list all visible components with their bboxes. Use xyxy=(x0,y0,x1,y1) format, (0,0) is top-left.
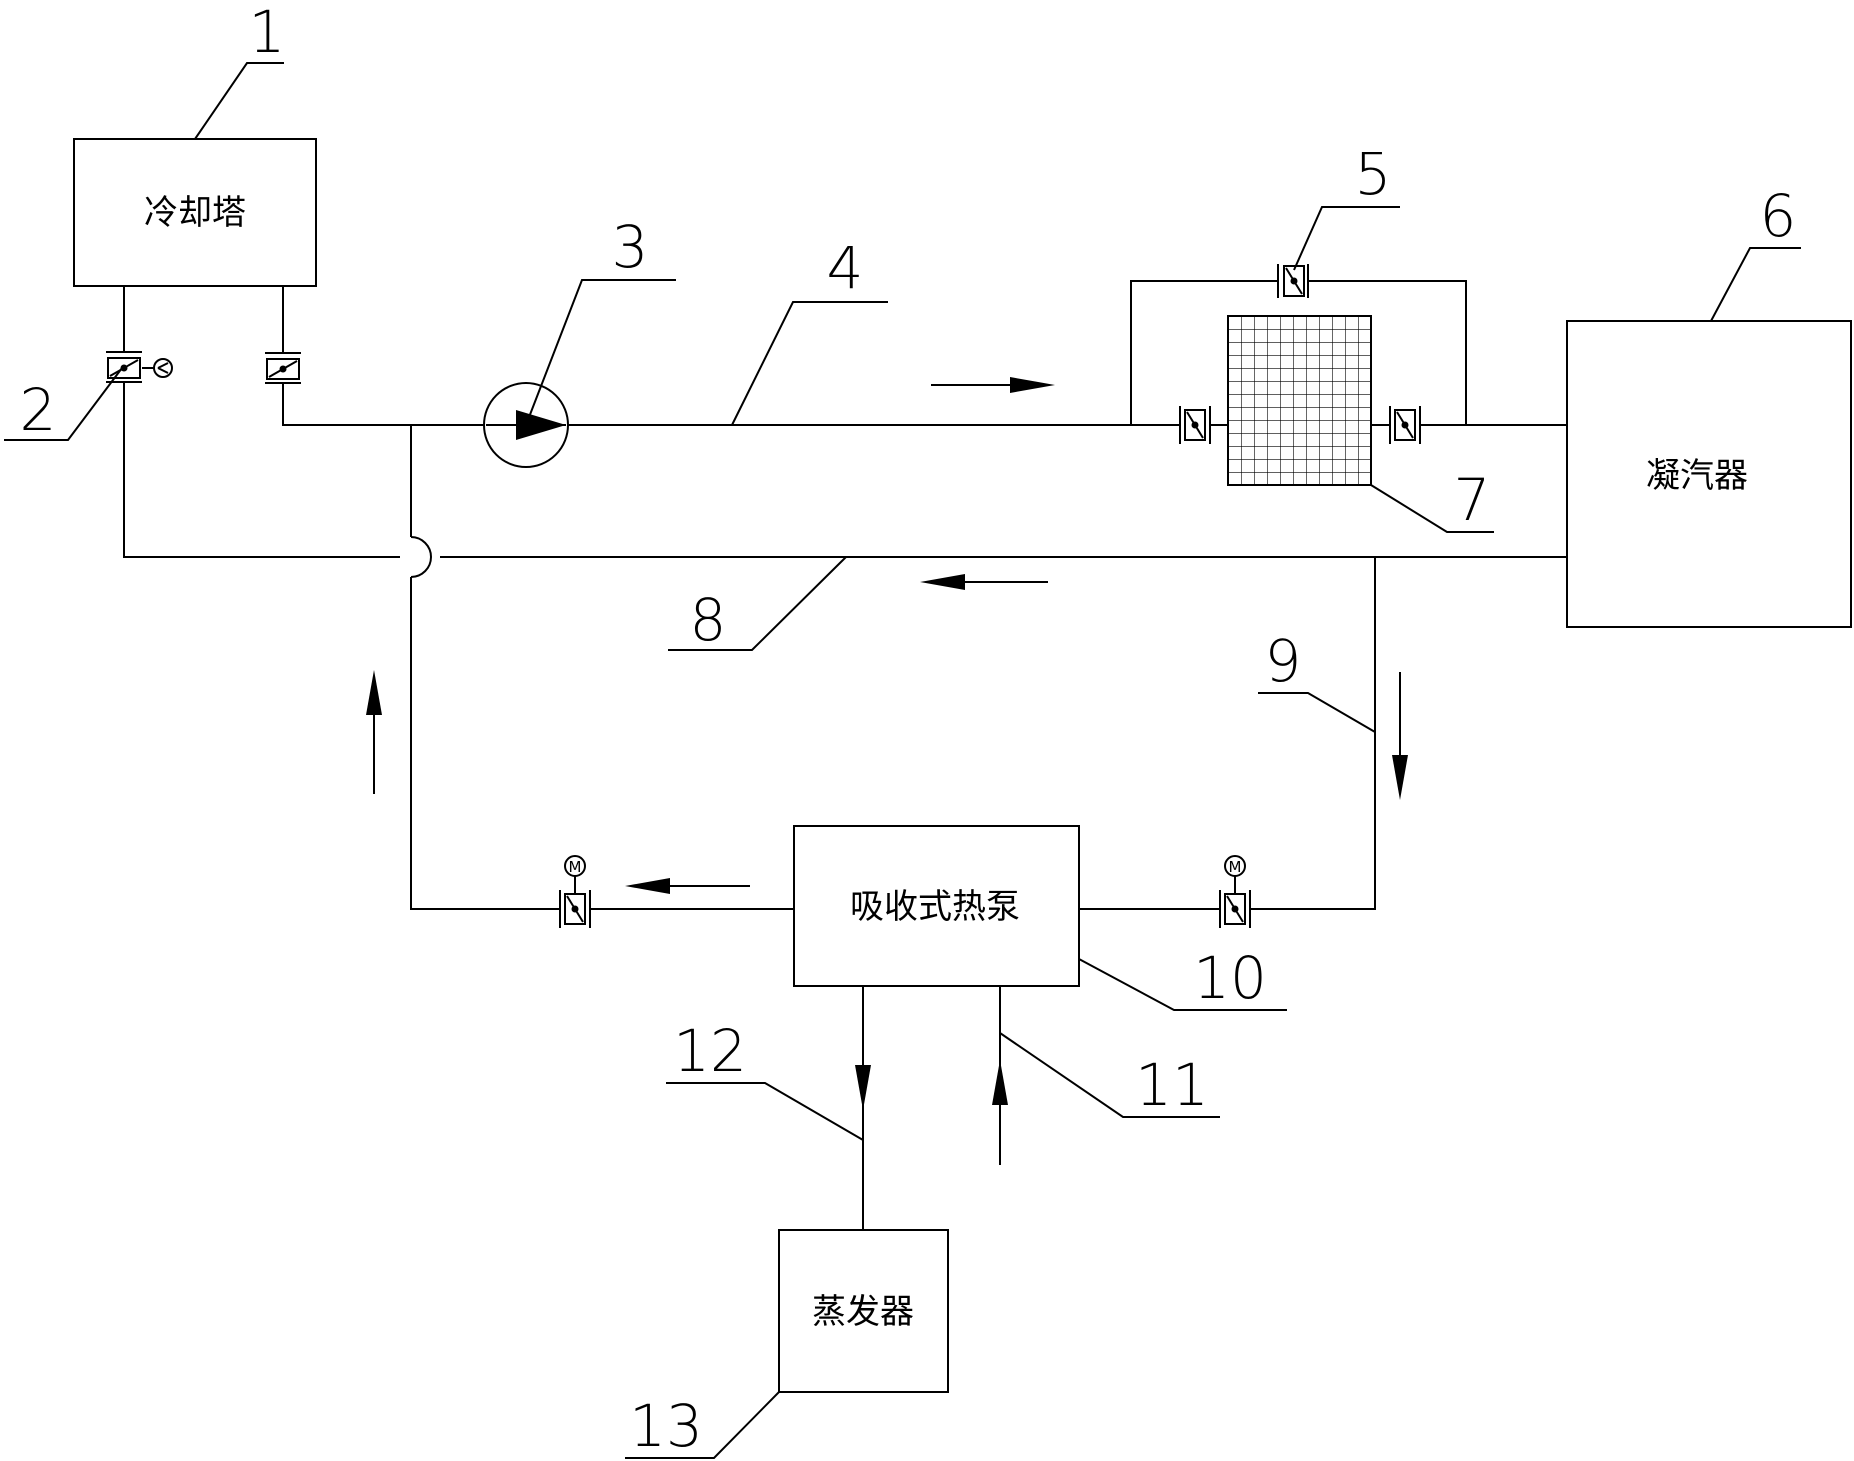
absorption-heat-pump: 吸收式热泵 xyxy=(793,825,1080,987)
ref-number-3: 3 xyxy=(612,213,649,281)
ref-number-7: 7 xyxy=(1454,466,1491,534)
cooling-tower: 冷却塔 xyxy=(73,138,317,287)
evaporator: 蒸发器 xyxy=(778,1229,949,1393)
leader-lines xyxy=(4,62,1801,1459)
cooling-tower-label: 冷却塔 xyxy=(144,193,246,233)
motor-label-right: M xyxy=(1229,858,1242,876)
piping xyxy=(123,280,1567,1230)
motorized-valve-right: M xyxy=(1219,855,1251,928)
evaporator-label: 蒸发器 xyxy=(812,1292,914,1332)
flow-arrows xyxy=(366,377,1408,1110)
valve-hx-outlet xyxy=(1389,406,1421,444)
absorption-heat-pump-label: 吸收式热泵 xyxy=(850,887,1020,927)
condenser-label: 凝汽器 xyxy=(1646,456,1748,496)
ref-number-6: 6 xyxy=(1760,182,1797,250)
ref-number-11: 11 xyxy=(1135,1051,1209,1119)
valve-cooling-tower-right xyxy=(265,352,301,384)
condenser: 凝汽器 xyxy=(1566,320,1852,628)
motorized-valve-left: M xyxy=(559,855,591,928)
valve-bypass xyxy=(1277,264,1309,298)
reference-numbers: 1 2 3 4 5 6 7 8 9 10 11 12 13 xyxy=(20,0,1797,1460)
ref-number-5: 5 xyxy=(1355,140,1392,208)
ref-number-13: 13 xyxy=(629,1392,703,1460)
motor-label-left: M xyxy=(569,858,582,876)
heat-exchanger-grid xyxy=(1227,315,1372,486)
ref-number-8: 8 xyxy=(690,586,727,654)
ref-number-9: 9 xyxy=(1265,627,1302,695)
ref-number-2: 2 xyxy=(20,376,57,444)
ref-number-1: 1 xyxy=(249,0,286,66)
valve-hx-inlet xyxy=(1179,406,1211,444)
ref-number-12: 12 xyxy=(673,1017,747,1085)
ref-number-4: 4 xyxy=(827,234,864,302)
ref-number-10: 10 xyxy=(1193,944,1267,1012)
